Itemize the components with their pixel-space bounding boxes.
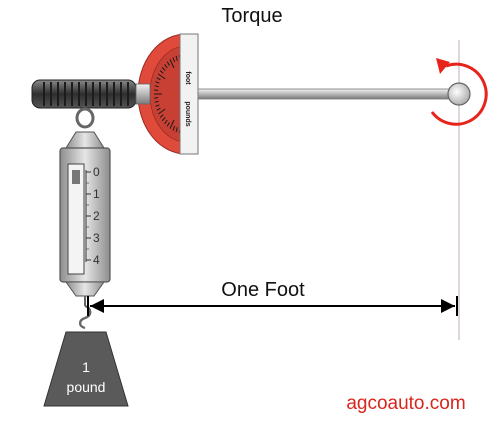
scale-tick-label: 0 — [93, 165, 100, 179]
distance-arrowhead-right — [441, 299, 455, 313]
watermark: agcoauto.com — [346, 393, 465, 414]
weight-label-unit: pound — [67, 379, 106, 395]
weight-block: 1 pound — [44, 332, 128, 406]
handle-collar — [136, 84, 150, 104]
scale-tick-label: 1 — [93, 187, 100, 201]
wrench-handle — [32, 80, 150, 108]
spring-scale: 0 1 2 3 4 — [60, 132, 110, 296]
gauge-tick — [154, 98, 158, 99]
gauge-tick — [154, 90, 158, 91]
scale-hook-ring — [77, 109, 93, 127]
distance-label: One Foot — [221, 279, 305, 301]
scale-tick-label: 3 — [93, 231, 100, 245]
scale-tick-label: 4 — [93, 253, 100, 267]
scale-indicator — [72, 170, 80, 184]
weight-label-number: 1 — [82, 359, 90, 375]
gauge-label-bottom: pounds — [184, 101, 191, 126]
scale-bottom-cap — [66, 282, 104, 296]
distance-arrowhead-left — [90, 299, 104, 313]
scale-tick-label: 2 — [93, 209, 100, 223]
gauge-plate — [180, 34, 198, 154]
diagram-title: Torque — [221, 5, 282, 27]
pivot-bolt — [448, 83, 470, 105]
scale-top-cap — [66, 132, 104, 148]
gauge-label-top: foot — [184, 71, 191, 85]
